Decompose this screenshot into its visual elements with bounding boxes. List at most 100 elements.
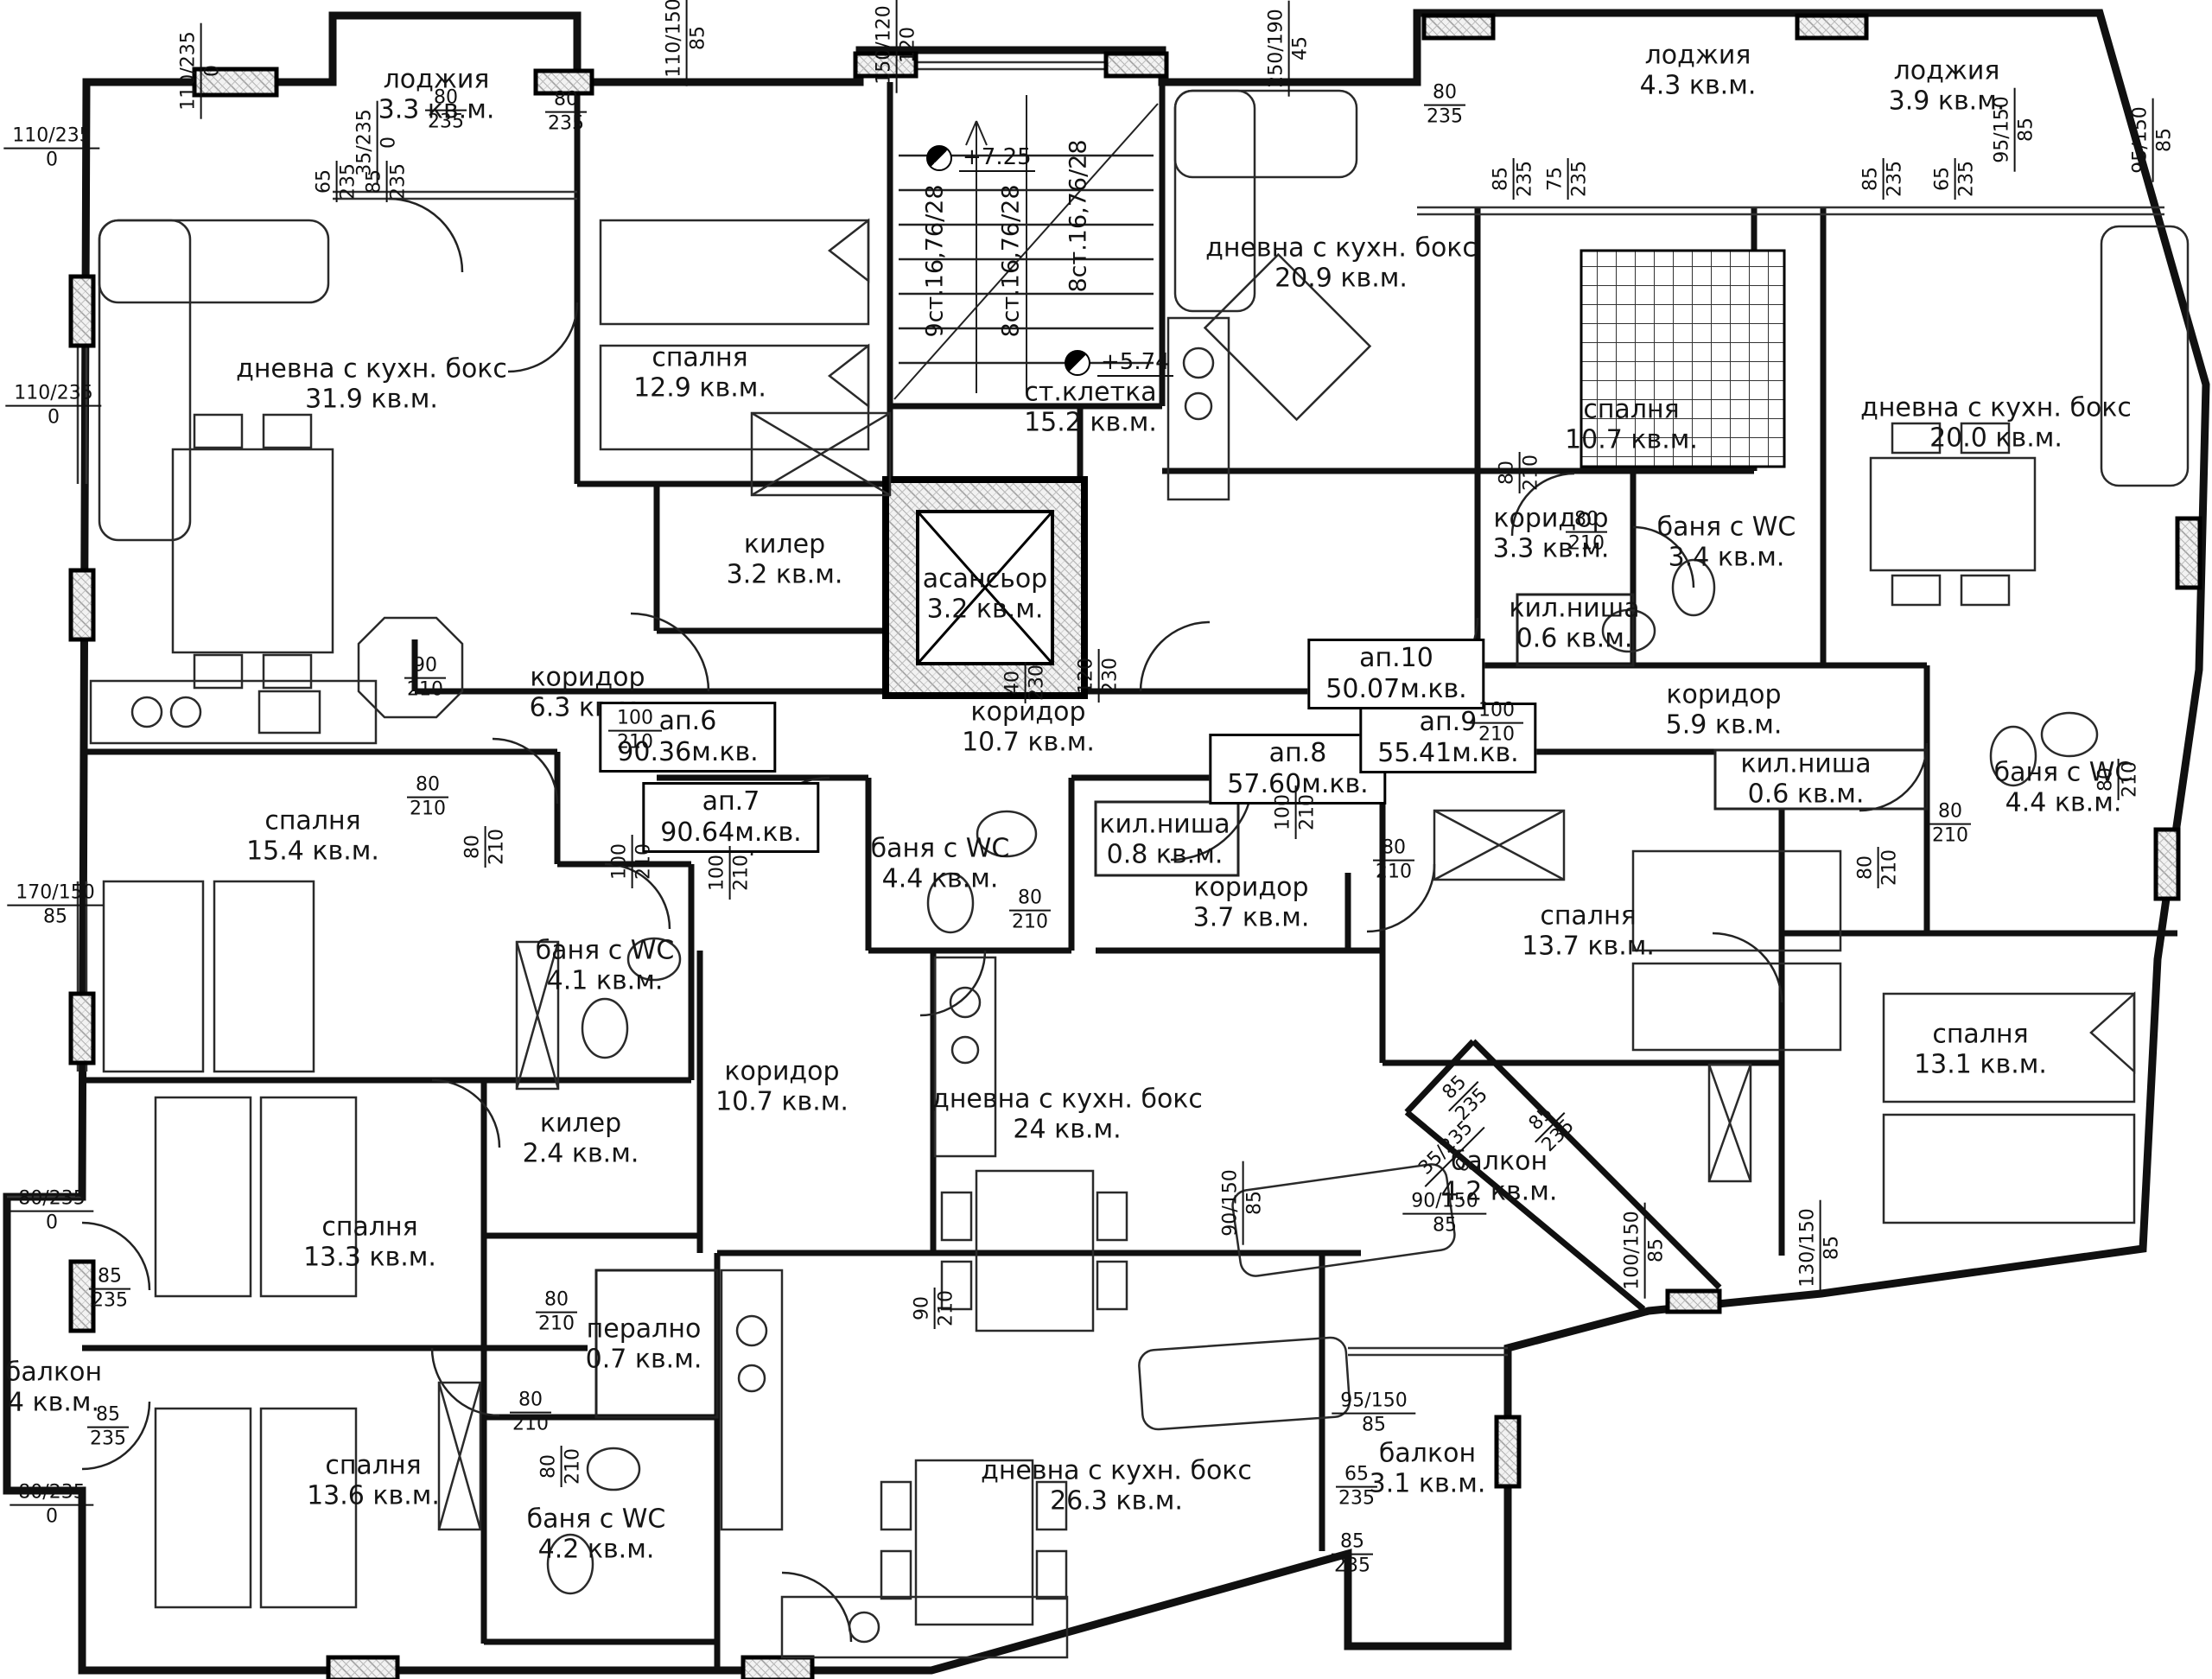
- sink-icon: [586, 608, 2099, 1491]
- dimension-top: 85: [1490, 158, 1515, 200]
- room-name: балкон: [4, 1357, 103, 1388]
- dimension-bottom: 230: [1100, 658, 1122, 694]
- room-name: ст.клетка: [1024, 377, 1157, 408]
- room-name: коридор: [530, 662, 645, 693]
- dimension-top: 80: [461, 826, 486, 868]
- room-name: лоджия: [383, 64, 490, 95]
- dimension-bottom: 210: [1879, 849, 1901, 886]
- dining-table-icon: [171, 413, 334, 690]
- dimension-top: 100: [608, 835, 633, 888]
- dimension-top: 90/150: [1402, 1191, 1487, 1215]
- dimension-bottom: 210: [2120, 761, 2141, 798]
- room-name: балкон: [1450, 1146, 1548, 1177]
- room-area: 4.3 кв.м.: [1639, 71, 1757, 101]
- pillar-icon: [68, 13, 2202, 1679]
- dimension-bottom: 210: [1297, 794, 1319, 830]
- internal-walls: [82, 82, 2177, 1668]
- room-area: 3.3 кв.м.: [1492, 534, 1610, 564]
- dimension-top: 80: [1424, 82, 1465, 106]
- stair-flight-label: 8ст.16,76/28: [1065, 139, 1092, 293]
- dining-table-icon: [940, 1169, 1128, 1332]
- dimension-bottom: 210: [731, 855, 753, 891]
- dimension-bottom: 85: [1646, 1238, 1668, 1262]
- room-name: коридор: [970, 696, 1086, 728]
- dimension-bottom: 0: [46, 149, 58, 171]
- dimension-top: 120: [1075, 649, 1100, 703]
- room-area: 3.1 кв.м.: [1369, 1469, 1486, 1499]
- dimension-top: 80: [407, 774, 448, 798]
- dimension-top: 85: [1332, 1531, 1373, 1555]
- room-area: 4.4 кв.м.: [2005, 788, 2122, 818]
- dimension-top: 130/150: [1796, 1199, 1821, 1296]
- dimension-bottom: 85: [1433, 1215, 1457, 1237]
- elevation-mark: +5.74: [1065, 349, 1173, 377]
- dimension-bottom: 85: [1362, 1415, 1386, 1436]
- sofa-icon: [2100, 225, 2190, 487]
- room-name: спалня: [652, 342, 748, 373]
- apartment-number: ап.8: [1268, 738, 1327, 768]
- room-name: баня с WC: [526, 1504, 666, 1535]
- bed-grid-icon: [1580, 249, 1786, 468]
- dimension-top: 95/150: [2129, 98, 2154, 182]
- apartment-number: ап.7: [702, 786, 760, 817]
- dimension-bottom: 210: [936, 1290, 957, 1326]
- stairs-icon: [893, 95, 1159, 400]
- stair-flight-label: 8ст.16,76/28: [997, 184, 1025, 338]
- dimension-top: 150/120: [873, 0, 898, 93]
- bed-icon: [154, 1096, 358, 1298]
- dimension-top: 85: [1859, 158, 1885, 200]
- dimension-top: 90: [911, 1288, 936, 1329]
- dimension-top: 85: [89, 1266, 130, 1290]
- bed-icon: [154, 1407, 358, 1609]
- room-name: дневна с кухн. бокс: [1860, 392, 2132, 423]
- dimension-bottom: 235: [388, 163, 410, 200]
- corner-sofa-icon: [98, 219, 464, 719]
- bed-icon: [102, 880, 315, 1073]
- room-area: 24 кв.м.: [1013, 1115, 1122, 1145]
- room-area: 15.4 кв.м.: [246, 836, 379, 867]
- room-name: спалня: [1540, 900, 1637, 932]
- dimension-bottom: 210: [1521, 455, 1542, 491]
- dimension-bottom: 210: [410, 798, 446, 820]
- apartment-number: ап.9: [1419, 707, 1478, 737]
- room-name: балкон: [1378, 1438, 1477, 1469]
- room-name: килер: [743, 529, 826, 560]
- room-name: перално: [586, 1313, 702, 1345]
- room-area: 5.9 кв.м.: [1665, 710, 1783, 741]
- room-name: баня с WC: [1656, 512, 1796, 543]
- room-name: дневна с кухн. бокс: [236, 353, 507, 385]
- dimension-bottom: 210: [512, 1414, 549, 1435]
- bed-icon: [1882, 991, 2136, 1224]
- dimension-top: 100: [1470, 700, 1523, 724]
- room-name: спалня: [1583, 394, 1680, 425]
- room-name: спалня: [1932, 1019, 2029, 1050]
- dimension-top: 80: [1496, 452, 1521, 493]
- dimension-bottom: 210: [1376, 862, 1412, 883]
